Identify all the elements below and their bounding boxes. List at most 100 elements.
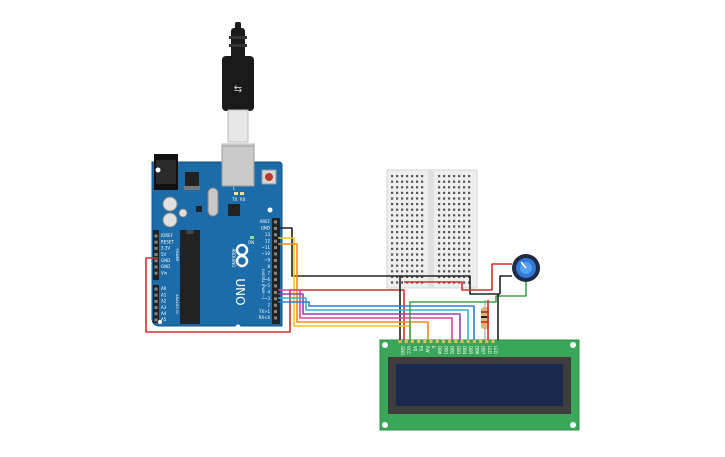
- breadboard-hole[interactable]: [448, 275, 451, 278]
- breadboard-hole[interactable]: [401, 270, 404, 273]
- breadboard-hole[interactable]: [401, 247, 404, 250]
- breadboard-hole[interactable]: [391, 219, 394, 222]
- breadboard-hole[interactable]: [458, 219, 461, 222]
- header-pin[interactable]: [274, 239, 277, 243]
- breadboard-hole[interactable]: [406, 231, 409, 234]
- breadboard-hole[interactable]: [416, 253, 419, 256]
- breadboard-hole[interactable]: [421, 253, 424, 256]
- breadboard-hole[interactable]: [463, 259, 466, 262]
- breadboard-hole[interactable]: [448, 247, 451, 250]
- breadboard-hole[interactable]: [391, 191, 394, 194]
- breadboard-hole[interactable]: [438, 180, 441, 183]
- breadboard-hole[interactable]: [411, 175, 414, 178]
- breadboard-hole[interactable]: [448, 197, 451, 200]
- breadboard-hole[interactable]: [463, 191, 466, 194]
- lcd-pin[interactable]: [466, 340, 470, 343]
- lcd-pin[interactable]: [404, 340, 408, 343]
- breadboard-hole[interactable]: [391, 225, 394, 228]
- breadboard-hole[interactable]: [448, 208, 451, 211]
- breadboard-hole[interactable]: [396, 275, 399, 278]
- breadboard-hole[interactable]: [421, 242, 424, 245]
- breadboard-hole[interactable]: [448, 231, 451, 234]
- breadboard-hole[interactable]: [443, 259, 446, 262]
- breadboard-hole[interactable]: [411, 225, 414, 228]
- breadboard-hole[interactable]: [411, 219, 414, 222]
- breadboard-hole[interactable]: [463, 253, 466, 256]
- breadboard-hole[interactable]: [463, 214, 466, 217]
- breadboard-hole[interactable]: [453, 231, 456, 234]
- breadboard-hole[interactable]: [421, 197, 424, 200]
- breadboard-hole[interactable]: [463, 270, 466, 273]
- breadboard-hole[interactable]: [411, 253, 414, 256]
- breadboard-hole[interactable]: [443, 247, 446, 250]
- breadboard-hole[interactable]: [396, 197, 399, 200]
- breadboard-hole[interactable]: [448, 191, 451, 194]
- lcd-pin[interactable]: [417, 340, 421, 343]
- breadboard-hole[interactable]: [443, 225, 446, 228]
- breadboard-hole[interactable]: [468, 203, 471, 206]
- breadboard-hole[interactable]: [401, 259, 404, 262]
- breadboard-hole[interactable]: [448, 175, 451, 178]
- breadboard-hole[interactable]: [438, 231, 441, 234]
- breadboard-hole[interactable]: [438, 197, 441, 200]
- header-pin[interactable]: [154, 240, 158, 244]
- breadboard-hole[interactable]: [396, 186, 399, 189]
- breadboard-hole[interactable]: [448, 225, 451, 228]
- breadboard-hole[interactable]: [421, 203, 424, 206]
- breadboard-hole[interactable]: [411, 186, 414, 189]
- breadboard-hole[interactable]: [396, 281, 399, 284]
- breadboard-hole[interactable]: [421, 270, 424, 273]
- breadboard-hole[interactable]: [458, 264, 461, 267]
- breadboard-hole[interactable]: [396, 191, 399, 194]
- breadboard-hole[interactable]: [438, 225, 441, 228]
- breadboard-hole[interactable]: [458, 175, 461, 178]
- breadboard-hole[interactable]: [453, 236, 456, 239]
- header-pin[interactable]: [274, 303, 277, 307]
- breadboard-hole[interactable]: [448, 180, 451, 183]
- breadboard-hole[interactable]: [453, 191, 456, 194]
- breadboard-hole[interactable]: [438, 270, 441, 273]
- header-pin[interactable]: [274, 220, 277, 224]
- breadboard-hole[interactable]: [391, 197, 394, 200]
- breadboard-hole[interactable]: [401, 214, 404, 217]
- breadboard-hole[interactable]: [443, 214, 446, 217]
- breadboard-hole[interactable]: [468, 264, 471, 267]
- breadboard-hole[interactable]: [438, 247, 441, 250]
- header-pin[interactable]: [274, 310, 277, 314]
- breadboard-hole[interactable]: [401, 225, 404, 228]
- breadboard-hole[interactable]: [416, 259, 419, 262]
- breadboard-hole[interactable]: [443, 219, 446, 222]
- breadboard-hole[interactable]: [458, 203, 461, 206]
- breadboard-hole[interactable]: [438, 208, 441, 211]
- header-pin[interactable]: [154, 318, 158, 322]
- breadboard-hole[interactable]: [448, 259, 451, 262]
- breadboard-hole[interactable]: [391, 186, 394, 189]
- breadboard-hole[interactable]: [406, 175, 409, 178]
- breadboard-hole[interactable]: [416, 191, 419, 194]
- breadboard-hole[interactable]: [453, 259, 456, 262]
- breadboard-hole[interactable]: [401, 191, 404, 194]
- header-pin[interactable]: [154, 259, 158, 263]
- breadboard-hole[interactable]: [453, 270, 456, 273]
- breadboard-hole[interactable]: [438, 191, 441, 194]
- breadboard-hole[interactable]: [421, 231, 424, 234]
- breadboard-hole[interactable]: [391, 231, 394, 234]
- breadboard-hole[interactable]: [453, 219, 456, 222]
- breadboard-hole[interactable]: [463, 208, 466, 211]
- breadboard-hole[interactable]: [453, 180, 456, 183]
- header-pin[interactable]: [274, 226, 277, 230]
- breadboard-hole[interactable]: [406, 247, 409, 250]
- breadboard-hole[interactable]: [391, 270, 394, 273]
- lcd-pin[interactable]: [398, 340, 402, 343]
- breadboard-hole[interactable]: [416, 236, 419, 239]
- breadboard-hole[interactable]: [396, 175, 399, 178]
- breadboard-hole[interactable]: [411, 236, 414, 239]
- lcd-pin[interactable]: [472, 340, 476, 343]
- breadboard-hole[interactable]: [448, 203, 451, 206]
- breadboard-hole[interactable]: [463, 236, 466, 239]
- breadboard-hole[interactable]: [443, 236, 446, 239]
- breadboard-hole[interactable]: [458, 214, 461, 217]
- breadboard-hole[interactable]: [458, 231, 461, 234]
- header-pin[interactable]: [154, 306, 158, 310]
- breadboard-hole[interactable]: [458, 247, 461, 250]
